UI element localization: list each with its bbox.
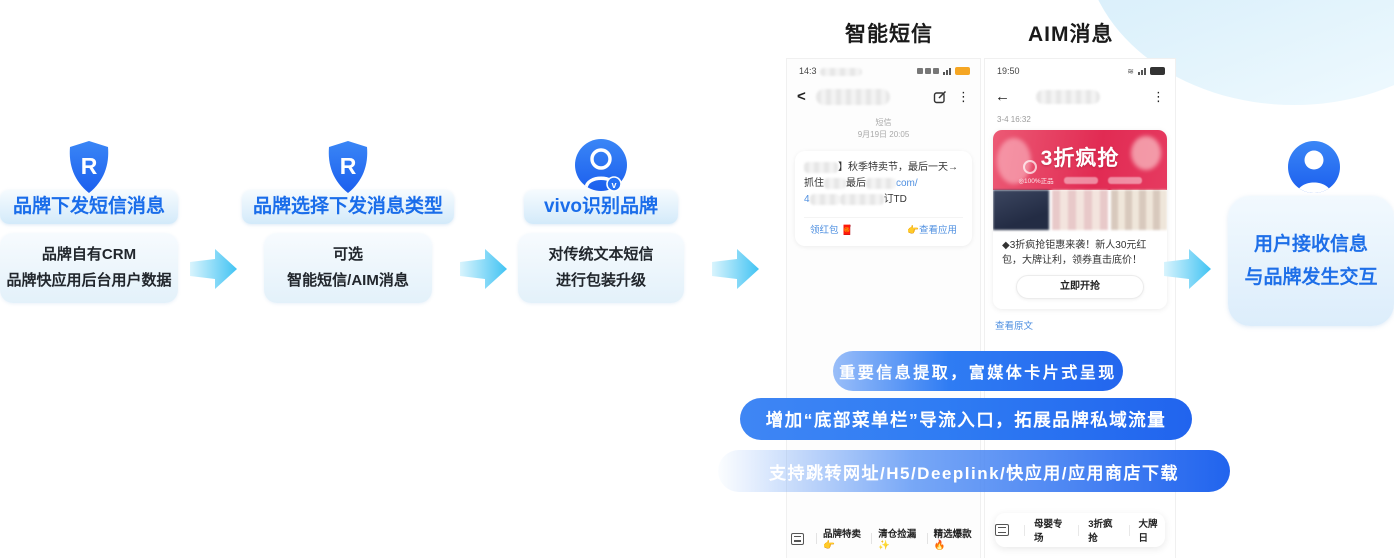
aim-bottom-menu-bar: 母婴专场 3折疯抢 大牌日 (995, 513, 1165, 547)
step1-desc-line1: 品牌自有CRM (41, 246, 137, 263)
menu-item-clearance[interactable]: 清仓捡漏✨ (878, 529, 917, 551)
battery-icon (1150, 67, 1165, 75)
red-packet-icon: 🧧 (841, 225, 853, 236)
sms-card-actions: 领红包 🧧 👉查看应用 (804, 217, 963, 239)
svg-text:R: R (81, 153, 98, 179)
sms-link[interactable]: com/ (896, 178, 918, 189)
product-image-redacted (1052, 190, 1108, 230)
menu-item-brand-sale[interactable]: 品牌特卖👉 (822, 529, 861, 551)
keyboard-icon[interactable] (791, 532, 805, 545)
menu-item-mother-baby[interactable]: 母婴专场 (1034, 519, 1063, 544)
step1-title: 品牌下发短信消息 (0, 190, 178, 224)
result-line1: 用户接收信息 (1253, 234, 1368, 255)
aim-header: AIM消息 (1028, 23, 1114, 46)
product-image (993, 190, 1049, 230)
status-icon (933, 68, 939, 74)
flow-arrow-3 (712, 249, 759, 289)
red-packet-action[interactable]: 领红包 🧧 (810, 225, 853, 236)
step2-desc-line1: 可选 (332, 246, 363, 263)
back-icon[interactable]: < (797, 88, 806, 105)
aim-status-time: 19:50 (997, 66, 1020, 76)
status-icon (925, 68, 931, 74)
sms-nav-bar: < ⋮ (787, 76, 980, 113)
sms-status-bar: 14:3 (787, 59, 980, 76)
battery-icon (955, 67, 970, 75)
aim-status-icons: ≋ (1127, 67, 1165, 76)
step2-description: 可选 智能短信/AIM消息 (264, 233, 432, 303)
sender-name-redacted (1036, 89, 1100, 104)
promo-title: 3折疯抢 (1040, 147, 1120, 170)
step3-desc-line2: 进行包装升级 (555, 272, 646, 289)
aim-nav-bar: ← ⋮ (985, 76, 1175, 113)
flow-step-3: v vivo识别品牌 对传统文本短信 进行包装升级 (512, 138, 690, 303)
flow-arrow-1 (190, 249, 237, 289)
step2-desc-line2: 智能短信/AIM消息 (287, 272, 409, 289)
product-image-redacted (1111, 190, 1167, 230)
shield-r-icon: R (328, 141, 368, 193)
svg-text:v: v (611, 180, 616, 190)
step1-desc-line2: 品牌快应用后台用户数据 (6, 272, 172, 289)
step1-description: 品牌自有CRM 品牌快应用后台用户数据 (0, 233, 178, 303)
thread-label: 短信 (875, 118, 892, 127)
flow-arrow-4 (1164, 249, 1211, 289)
step3-title: vivo识别品牌 (524, 190, 678, 224)
aim-timestamp: 3-4 16:32 (997, 115, 1031, 124)
menu-item-brand-day[interactable]: 大牌日 (1138, 519, 1158, 544)
promo-badge-redacted (1107, 176, 1142, 184)
vivo-avatar-icon: v (575, 139, 627, 192)
promo-badge-redacted (1063, 176, 1098, 184)
status-icon (917, 68, 923, 74)
pointing-icon: 👉 (907, 225, 919, 236)
flow-step-1: R 品牌下发短信消息 品牌自有CRM 品牌快应用后台用户数据 (0, 140, 178, 303)
sms-bottom-menu-bar: 品牌特卖👉 清仓捡漏✨ 精选爆款🔥 (791, 526, 976, 551)
back-icon[interactable]: ← (995, 88, 1010, 105)
aim-card-text: ◆3折疯抢钜惠来袭！新人30元红包，大牌让利，领券直击底价！ (1002, 240, 1147, 266)
more-menu-icon[interactable]: ⋮ (957, 88, 970, 104)
sms-status-icons (917, 67, 970, 75)
svg-text:R: R (340, 153, 357, 179)
thread-date: 短信 9月19日 20:05 (787, 117, 980, 141)
feature-banner-jump-links: 支持跳转网址/H5/Deeplink/快应用/应用商店下载 (718, 450, 1230, 492)
compose-icon[interactable] (933, 90, 947, 104)
flow-arrow-2 (460, 249, 507, 289)
feature-banner-rich-card: 重要信息提取，富媒体卡片式呈现 (833, 351, 1123, 391)
view-original-link[interactable]: 查看原文 (995, 321, 1034, 332)
result-line2: 与品牌发生交互 (1244, 267, 1378, 288)
step3-description: 对传统文本短信 进行包装升级 (518, 233, 684, 303)
promo-photo-right (1131, 136, 1161, 170)
step3-desc-line1: 对传统文本短信 (548, 246, 654, 263)
view-app-action[interactable]: 👉查看应用 (907, 225, 957, 236)
menu-item-flash-sale[interactable]: 3折疯抢 (1088, 519, 1113, 544)
signal-icon (1138, 67, 1146, 75)
sms-line1: 】秋季特卖节，最后一天→ (804, 160, 963, 176)
signal-icon (943, 67, 951, 75)
user-avatar-icon (1288, 141, 1340, 193)
promo-ring-ornament (1023, 160, 1037, 174)
thread-timestamp: 9月19日 20:05 (857, 130, 910, 139)
smart-sms-header: 智能短信 (845, 23, 933, 46)
sender-name-redacted (815, 88, 890, 105)
promo-banner-image: 3折疯抢 ◎100%正品 (993, 130, 1167, 190)
product-thumbnails (993, 190, 1167, 230)
shield-r-icon: R (69, 141, 109, 193)
step2-title: 品牌选择下发消息类型 (242, 190, 454, 224)
more-menu-icon[interactable]: ⋮ (1152, 88, 1165, 104)
keyboard-icon[interactable] (995, 524, 1010, 536)
sms-status-time: 14:3 (799, 66, 862, 76)
menu-item-hot-picks[interactable]: 精选爆款🔥 (933, 529, 972, 551)
grab-now-button[interactable]: 立即开抢 (1016, 275, 1144, 299)
promo-badge-authentic: ◎100%正品 (1018, 178, 1054, 185)
aim-rich-card[interactable]: 3折疯抢 ◎100%正品 ◆3折疯抢钜惠来袭！新人30元红包，大牌让利，领券直击… (993, 130, 1167, 309)
wifi-icon: ≋ (1127, 66, 1134, 76)
promo-badges: ◎100%正品 (993, 175, 1167, 185)
aim-status-bar: 19:50 ≋ (985, 59, 1175, 76)
feature-banner-bottom-menu: 增加“底部菜单栏”导流入口，拓展品牌私域流量 (740, 398, 1192, 440)
flow-step-2: R 品牌选择下发消息类型 可选 智能短信/AIM消息 (242, 140, 454, 303)
user-interaction-result-box: 用户接收信息 与品牌发生交互 (1228, 196, 1394, 326)
